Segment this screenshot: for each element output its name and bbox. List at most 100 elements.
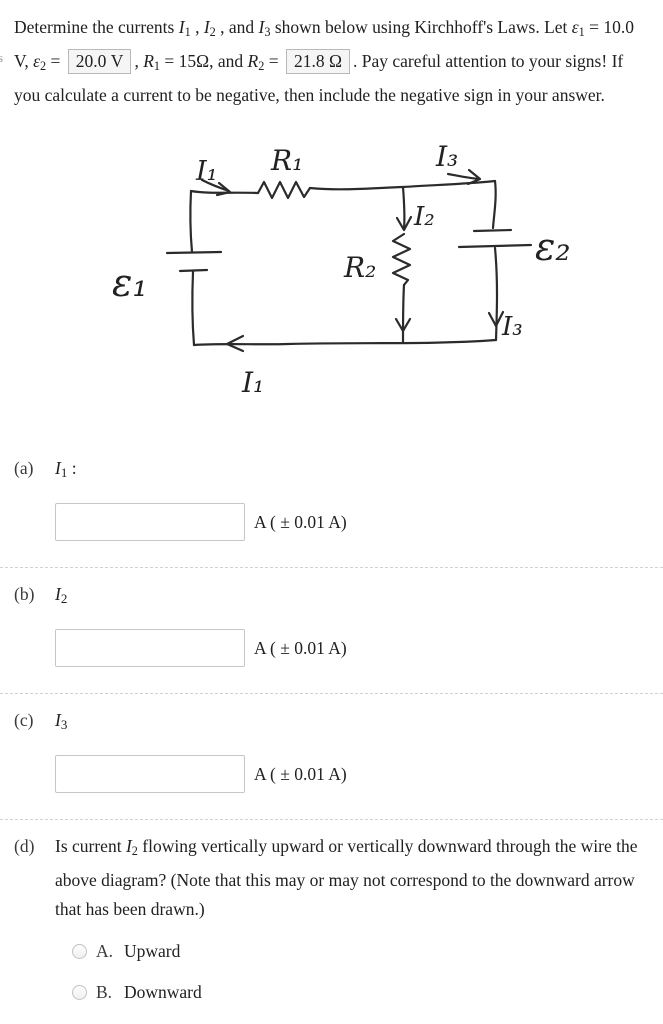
text-run: ,: [134, 51, 144, 72]
var-i: I: [55, 458, 61, 479]
unit-label-a: A ( ± 0.01 A): [254, 511, 347, 532]
text-run: 2: [40, 59, 47, 74]
unit-label-b: A ( ± 0.01 A): [254, 637, 347, 658]
var-i-sub: 3: [60, 717, 68, 733]
part-c: (c) I3 A ( ± 0.01 A): [14, 706, 647, 794]
option-b-key: B.: [96, 982, 113, 1003]
text-run: 3: [264, 25, 271, 40]
part-c-label: (c): [14, 710, 34, 731]
text-run: =: [46, 51, 65, 72]
label-i1-top: I₁: [195, 156, 218, 187]
text-run: = 15Ω, and: [160, 51, 248, 72]
arrowhead-i1-bottom: [225, 335, 245, 353]
part-d: (d) Is current I2 flowing vertically upw…: [14, 832, 647, 1008]
battery-eps1-long-plate: [165, 251, 223, 255]
circuit-diagram: I₁ R₁ I₃ I₂ R₂ ε₁ ε₂ I₃ I₁: [98, 130, 598, 410]
text-run: I: [178, 17, 185, 37]
label-i1-bottom: I₁: [241, 366, 264, 399]
wire-right-upper: [491, 180, 497, 230]
text-run: . Pay careful attention to your signs! I…: [14, 51, 624, 106]
text-run: 20.0 V: [67, 49, 132, 75]
unit-label-c: A ( ± 0.01 A): [254, 763, 347, 784]
arrowhead-i3-right: [487, 311, 505, 328]
text-run: = 10.0 V,: [14, 17, 635, 72]
wire-top-mid: [308, 186, 405, 191]
part-a-label: (a): [14, 458, 34, 479]
wire-left-upper: [189, 190, 194, 254]
wire-top-left: [189, 190, 260, 195]
arrowhead-i2: [395, 216, 413, 232]
text-run: 2: [209, 25, 216, 40]
var-i-sub: 2: [60, 591, 68, 607]
text-run: ε: [571, 17, 579, 37]
radio-button-upward[interactable]: [72, 944, 87, 960]
part-a-colon: :: [67, 458, 77, 479]
problem-statement: Determine the currents I1 , I2 , and I3 …: [14, 13, 647, 110]
clipped-edge-text: s: [0, 50, 4, 65]
separator: [0, 567, 663, 569]
wire-right-lower: [493, 247, 499, 342]
wire-bottom: [192, 339, 498, 347]
text-run: , and: [215, 17, 259, 37]
wire-left-lower: [191, 271, 196, 347]
battery-eps1-short-plate: [178, 269, 209, 273]
var-i: I: [55, 710, 61, 731]
text-run: 1: [578, 25, 585, 40]
option-b-downward[interactable]: B. Downward: [72, 977, 647, 1008]
resistor-r1-zigzag: [256, 181, 312, 200]
text-run: =: [264, 51, 283, 72]
text-run: Determine the currents: [14, 17, 179, 37]
answer-input-i3[interactable]: [55, 755, 245, 794]
part-b-quantity: I2: [55, 580, 67, 613]
text-run: R: [143, 51, 154, 72]
text-run: ε: [33, 51, 41, 72]
separator: [0, 693, 663, 695]
separator: [0, 819, 663, 821]
circuit-sketch: I₁ R₁ I₃ I₂ R₂ ε₁ ε₂ I₃ I₁: [112, 140, 571, 399]
option-b-label: Downward: [124, 982, 202, 1003]
label-i2: I₂: [413, 202, 435, 232]
arrow-i3-top: [446, 169, 482, 186]
text-run: I: [125, 836, 132, 857]
option-a-key: A.: [96, 941, 114, 962]
arrow-i1-top: [200, 179, 232, 197]
var-i: I: [55, 584, 61, 605]
var-i-sub: 1: [60, 465, 68, 481]
label-eps1: ε₁: [112, 261, 148, 305]
part-a: (a) I1 : A ( ± 0.01 A): [14, 454, 647, 542]
wire-mid-lower: [401, 284, 406, 344]
answer-input-i2[interactable]: [55, 629, 245, 668]
text-run: ,: [190, 17, 204, 37]
arrowhead-i2-bottom: [394, 318, 412, 333]
text-run: Is current: [55, 836, 126, 857]
label-eps2: ε₂: [535, 225, 571, 269]
part-b-label: (b): [14, 584, 35, 605]
wire-mid-upper: [401, 186, 406, 231]
text-run: R: [247, 51, 259, 72]
label-i3-right: I₃: [501, 312, 523, 342]
part-b: (b) I2 A ( ± 0.01 A): [14, 580, 647, 668]
part-d-options: A. Upward B. Downward: [72, 936, 647, 1008]
text-run: 1: [153, 59, 161, 74]
resistor-r2-zigzag: [391, 233, 412, 287]
battery-eps2-long-plate: [457, 244, 533, 249]
radio-button-downward[interactable]: [72, 985, 87, 1001]
text-run: 1: [184, 25, 191, 40]
text-run: 21.8 Ω: [286, 49, 351, 75]
text-run: shown below using Kirchhoff's Laws. Let: [270, 17, 572, 37]
label-r2: R₂: [343, 251, 376, 284]
part-d-label: (d): [14, 836, 35, 857]
text-run: 2: [258, 59, 265, 74]
label-r1: R₁: [270, 144, 303, 177]
text-run: 2: [131, 844, 138, 859]
option-a-upward[interactable]: A. Upward: [72, 936, 647, 967]
option-a-label: Upward: [124, 941, 181, 962]
battery-eps2-short-plate: [472, 229, 513, 233]
part-a-quantity: I1 :: [55, 454, 77, 487]
wire-top-right: [401, 180, 497, 189]
part-d-question: Is current I2 flowing vertically upward …: [55, 832, 643, 924]
text-run: I: [203, 17, 210, 37]
answer-input-i1[interactable]: [55, 503, 245, 542]
